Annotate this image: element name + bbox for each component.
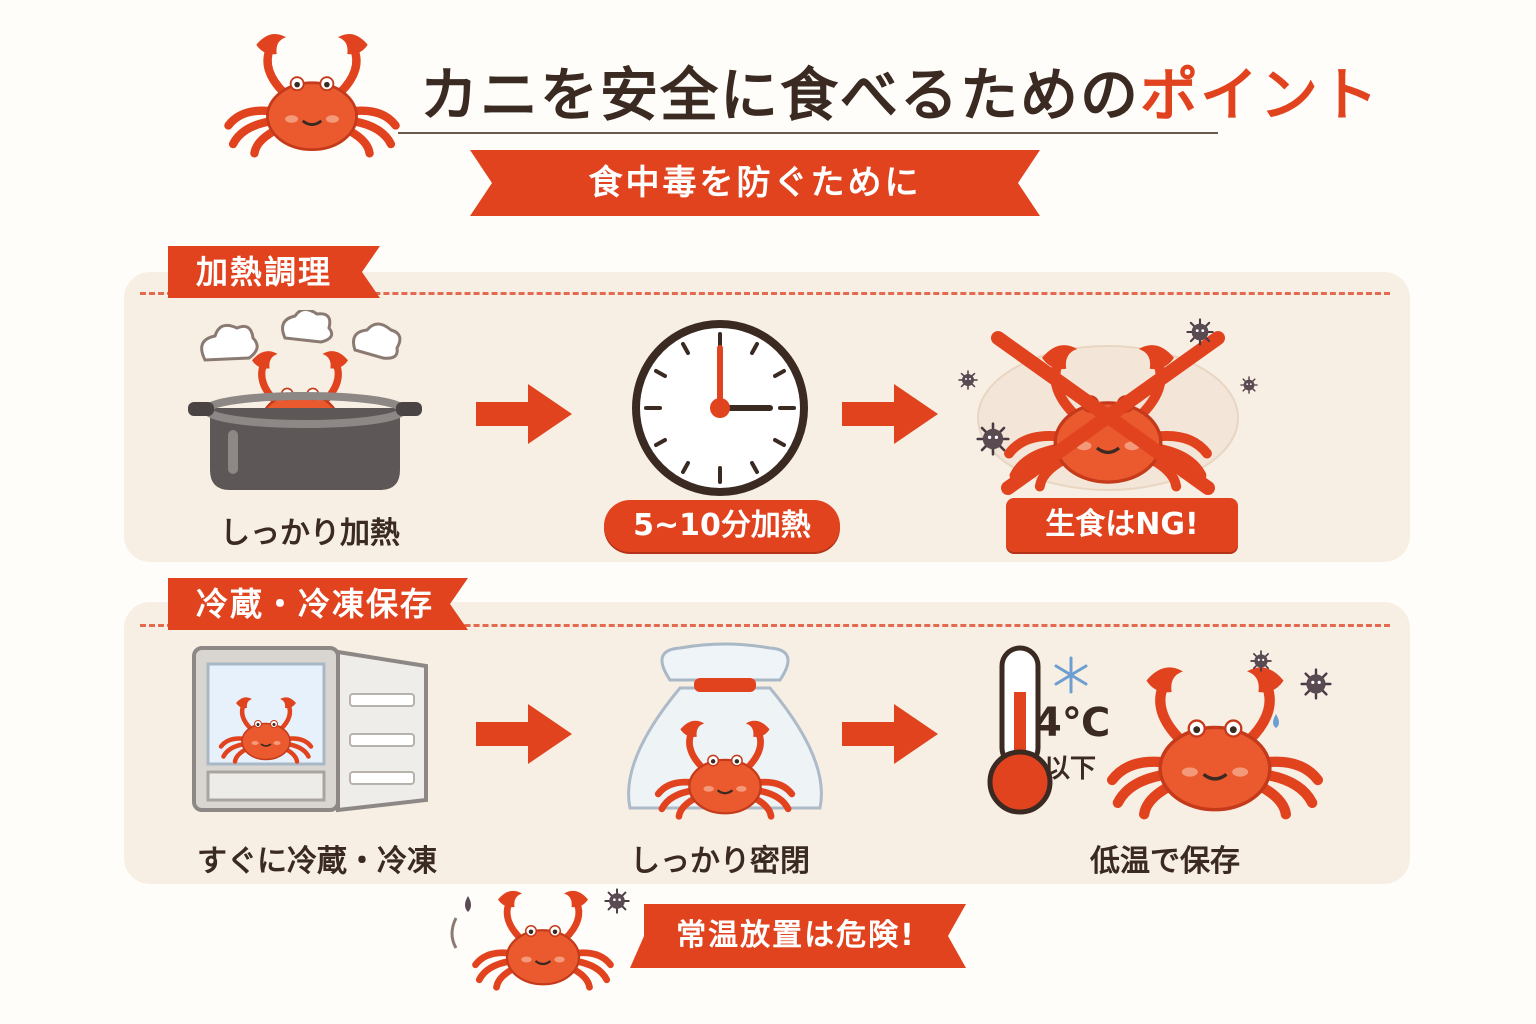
thermometer-icon — [987, 645, 1053, 815]
crab-mascot-icon — [212, 28, 412, 158]
step-caption: しっかり密閉 — [630, 844, 810, 879]
cold-crab-icon — [1090, 650, 1332, 820]
storage-tag-bg — [168, 578, 468, 630]
storage-tag: 冷蔵・冷凍保存 — [196, 585, 435, 623]
heating-time-badge: 5~10分加熱 — [604, 500, 840, 552]
page-subtitle: 食中毒を防ぐために — [588, 163, 922, 203]
storage-divider — [140, 624, 1390, 627]
arrow-right-icon — [476, 384, 572, 444]
heating-tag-bg — [168, 246, 380, 298]
title-highlight: ポイント — [1140, 61, 1381, 129]
arrow-right-icon — [842, 384, 938, 444]
temperature-suffix: 以下 — [1044, 754, 1097, 784]
step-caption: すぐに冷蔵・冷凍 — [197, 844, 437, 879]
step-caption: 低温で保存 — [1090, 844, 1240, 879]
title-main: カニを安全に食べるための — [420, 61, 1141, 129]
refrigerator-crab-icon — [192, 646, 428, 813]
warning-banner — [630, 904, 966, 968]
steaming-pot-crab-icon — [188, 310, 422, 490]
heating-divider — [140, 292, 1390, 295]
worried-crab-icon — [450, 878, 630, 994]
step-caption: しっかり加熱 — [220, 516, 400, 551]
arrow-right-icon — [476, 704, 572, 764]
arrow-right-icon — [842, 704, 938, 764]
clock-icon — [632, 320, 808, 496]
title-divider — [398, 132, 1218, 134]
raw-ng-badge: 生食はNG! — [1006, 498, 1238, 552]
heating-tag: 加熱調理 — [196, 253, 333, 291]
snowflake-icon — [1054, 656, 1088, 694]
temperature-value: 4℃ — [1034, 700, 1111, 746]
no-raw-crab-icon — [958, 318, 1258, 495]
warning-label: 常温放置は危険! — [676, 918, 916, 953]
subtitle-ribbon — [470, 150, 1040, 216]
sealed-bag-crab-icon — [627, 642, 823, 820]
page-title: カニを安全に食べるためのポイント — [420, 48, 1380, 132]
